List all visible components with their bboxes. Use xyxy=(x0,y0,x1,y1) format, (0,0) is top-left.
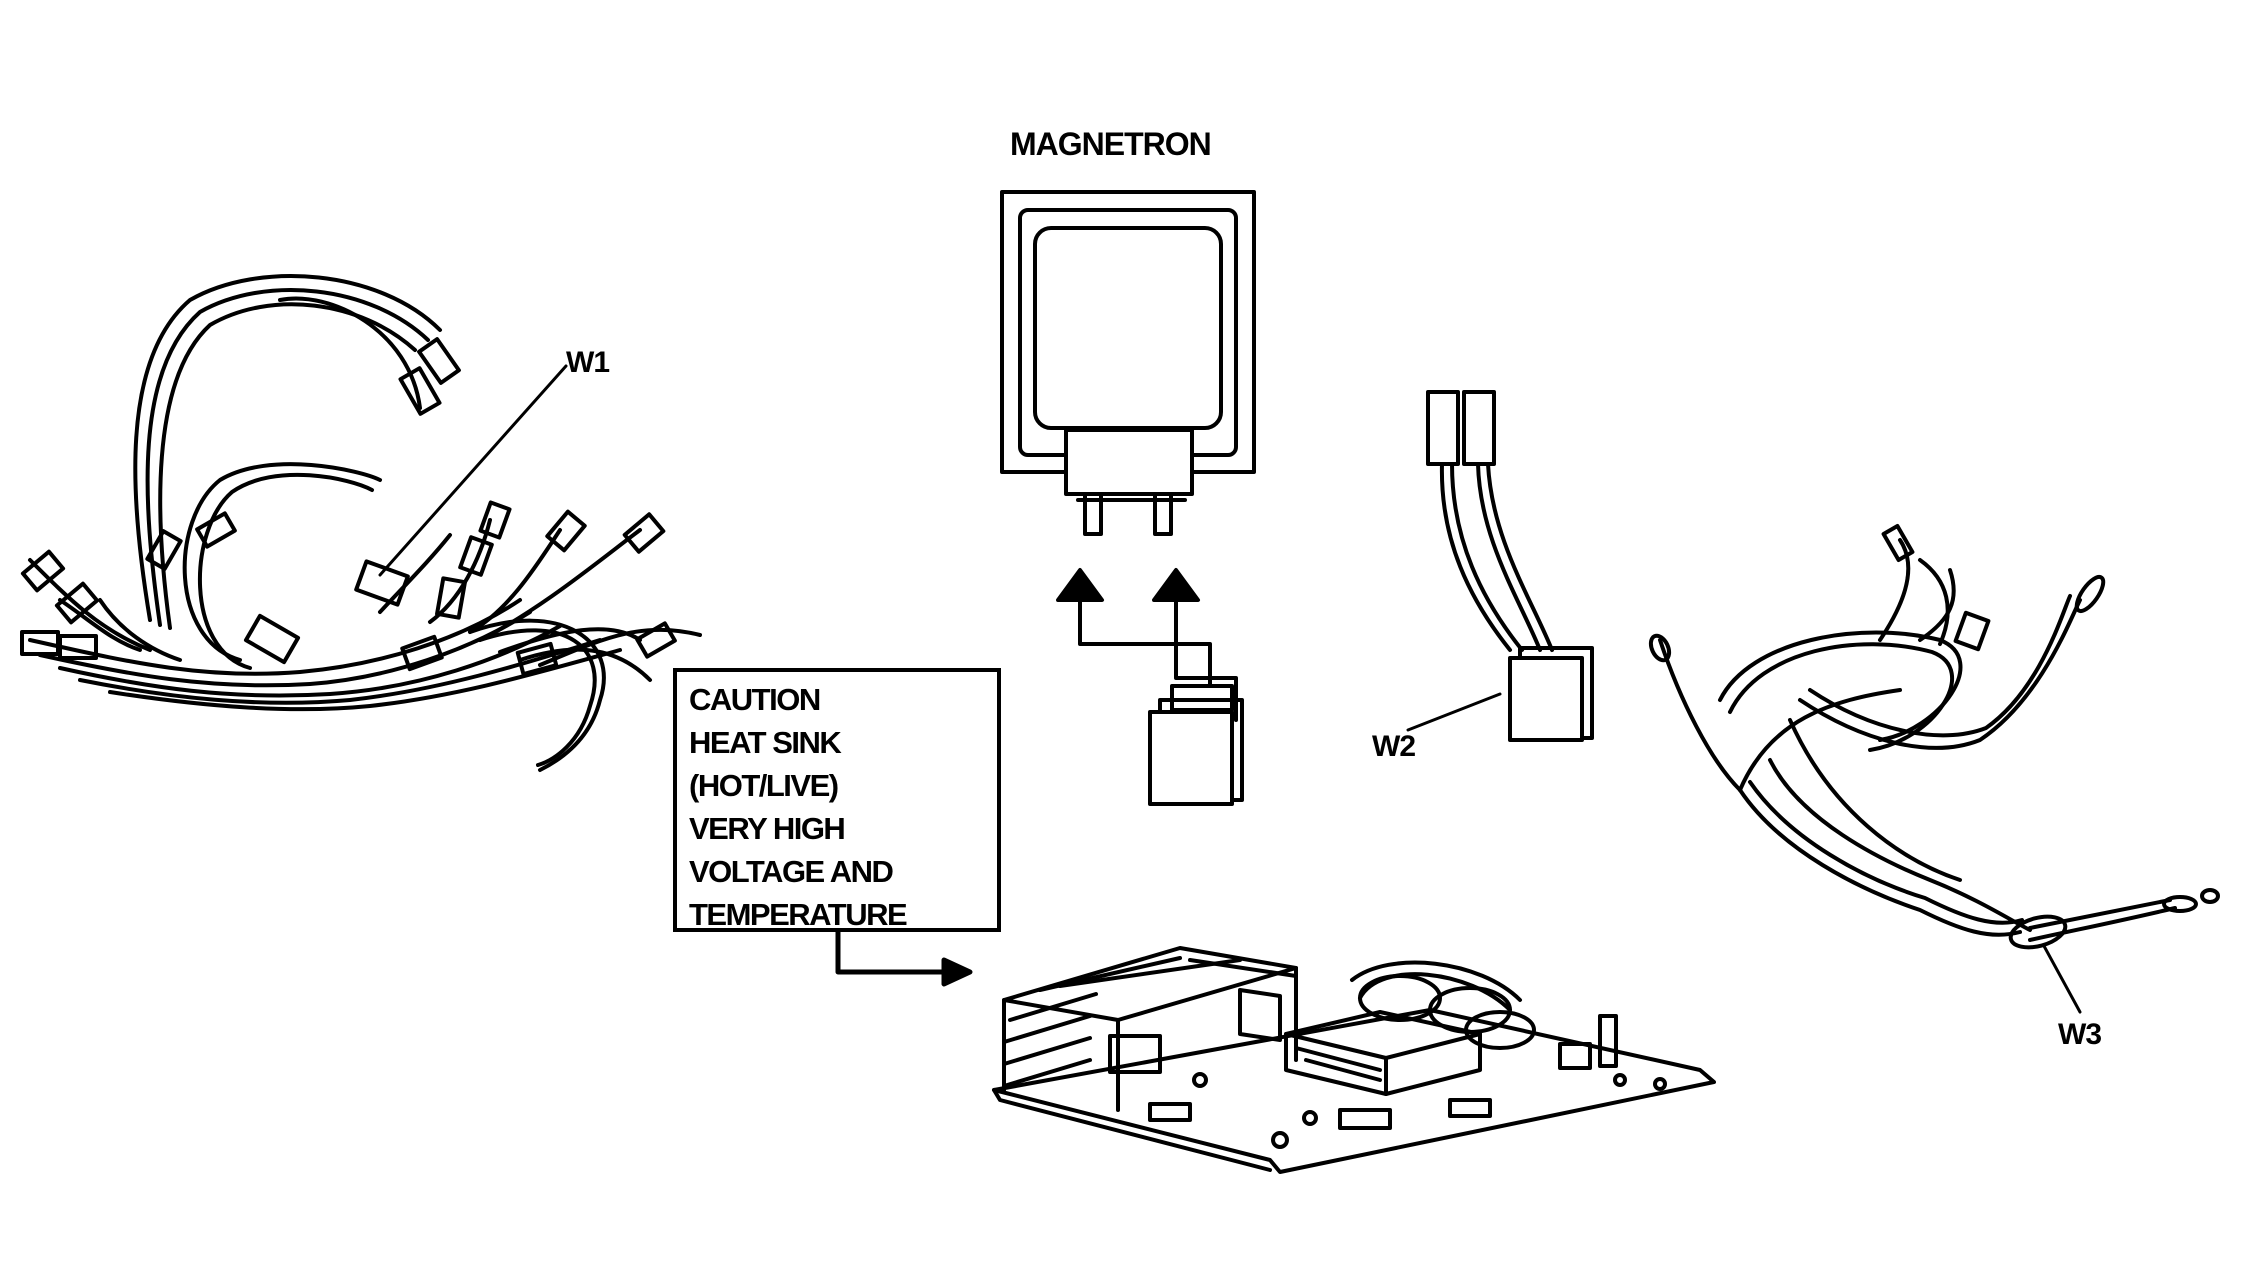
magnetron-drawing xyxy=(1000,190,1256,536)
magnetron-connector-block xyxy=(1148,684,1244,806)
w1-label: W1 xyxy=(566,346,610,379)
caution-line: (HOT/LIVE) xyxy=(689,768,839,803)
w1-wire-harness xyxy=(20,274,702,772)
inverter-circuit-board xyxy=(992,946,1716,1174)
caution-line: TEMPERATURE xyxy=(689,897,908,932)
caution-line: CAUTION xyxy=(689,682,821,717)
caution-pointer-arrow xyxy=(835,929,973,987)
w3-label: W3 xyxy=(2058,1018,2102,1051)
w2-leader-line xyxy=(1406,692,1502,732)
w2-label: W2 xyxy=(1372,730,1416,763)
w3-leader-line xyxy=(2042,944,2082,1014)
caution-line: VERY HIGH xyxy=(689,811,846,846)
caution-line: HEAT SINK xyxy=(689,725,842,760)
w2-lead-wires xyxy=(1426,390,1594,742)
caution-box: CAUTION HEAT SINK (HOT/LIVE) VERY HIGH V… xyxy=(673,668,1001,932)
magnetron-title: MAGNETRON xyxy=(1010,126,1212,162)
caution-line: VOLTAGE AND xyxy=(689,854,894,889)
w3-wire-harness xyxy=(1648,524,2220,950)
w1-leader-line xyxy=(378,364,568,577)
magnetron-connection-arrows xyxy=(1056,568,1238,722)
